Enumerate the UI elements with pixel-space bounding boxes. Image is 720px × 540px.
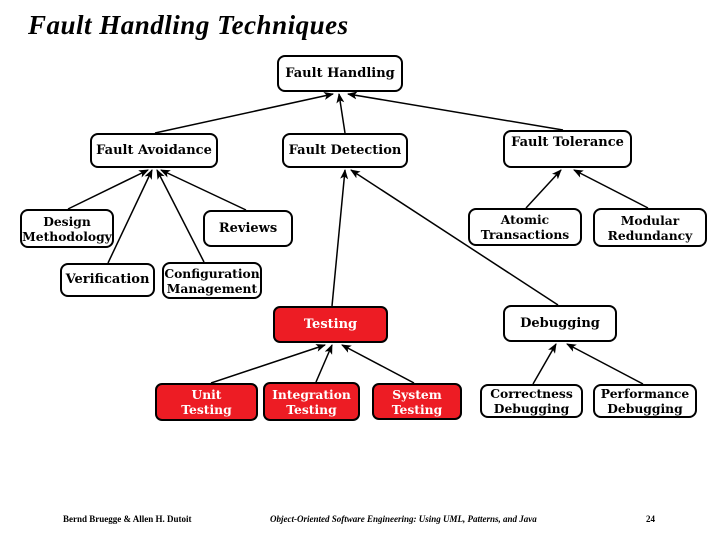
edge-atomic-transactions-to-fault-tolerance	[525, 169, 562, 209]
node-system-testing: System Testing	[372, 383, 462, 420]
node-fault-tolerance: Fault Tolerance	[503, 130, 632, 168]
node-design-methodology: Design Methodology	[20, 209, 114, 248]
node-atomic-transactions: Atomic Transactions	[468, 208, 582, 246]
edge-correctness-debugging-to-debugging	[532, 343, 557, 385]
node-fault-detection: Fault Detection	[282, 133, 408, 168]
edge-fault-detection-to-fault-handling	[336, 93, 346, 134]
edge-verification-to-fault-avoidance	[107, 169, 153, 264]
footer-authors: Bernd Bruegge & Allen H. Dutoit	[63, 514, 192, 524]
node-integration-testing: Integration Testing	[263, 382, 360, 421]
node-performance-debugging: Performance Debugging	[593, 384, 697, 418]
edge-reviews-to-fault-avoidance	[160, 169, 247, 211]
edge-testing-to-fault-detection	[331, 169, 349, 307]
node-verification: Verification	[60, 263, 155, 297]
node-modular-redundancy: Modular Redundancy	[593, 208, 707, 247]
footer-page-number: 24	[646, 514, 655, 524]
edge-unit-testing-to-testing	[210, 344, 326, 384]
edge-system-testing-to-testing	[341, 344, 415, 384]
node-testing: Testing	[273, 306, 388, 343]
edge-fault-tolerance-to-fault-handling	[347, 91, 564, 131]
edge-modular-redundancy-to-fault-tolerance	[573, 169, 649, 209]
edge-integration-testing-to-testing	[315, 344, 333, 383]
node-fault-handling: Fault Handling	[277, 55, 403, 92]
edge-design-methodology-to-fault-avoidance	[67, 169, 149, 210]
edge-performance-debugging-to-debugging	[566, 343, 644, 385]
node-unit-testing: Unit Testing	[155, 383, 258, 421]
edge-fault-avoidance-to-fault-handling	[154, 92, 334, 134]
footer-book-title: Object-Oriented Software Engineering: Us…	[270, 514, 537, 524]
node-fault-avoidance: Fault Avoidance	[90, 133, 218, 168]
node-reviews: Reviews	[203, 210, 293, 247]
edge-configuration-management-to-fault-avoidance	[156, 169, 205, 263]
node-debugging: Debugging	[503, 305, 617, 342]
node-correctness-debugging: Correctness Debugging	[480, 384, 583, 418]
edge-debugging-to-fault-detection	[350, 169, 559, 306]
page-title: Fault Handling Techniques	[28, 10, 349, 40]
node-configuration-management: Configuration Management	[162, 262, 262, 299]
